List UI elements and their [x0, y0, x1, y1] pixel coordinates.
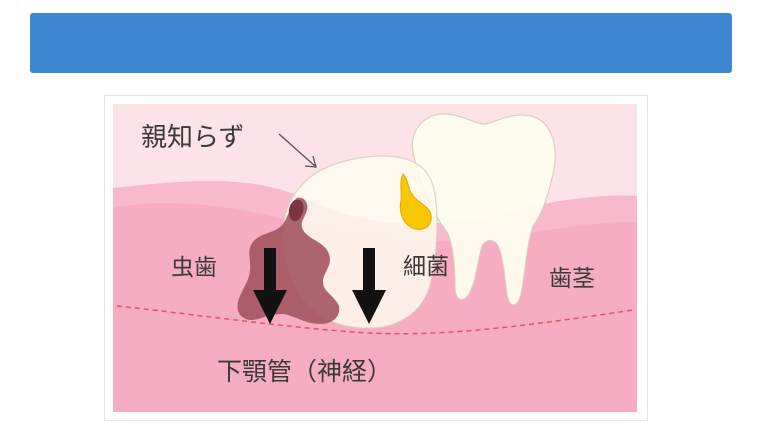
arrow-down-icon — [253, 248, 287, 324]
label-bacteria: 細菌 — [403, 254, 449, 280]
label-wisdom-tooth: 親知らず — [141, 123, 244, 153]
arrow-down-icon — [352, 248, 386, 324]
nerve-canal-line — [116, 305, 634, 335]
label-gums: 歯茎 — [549, 266, 595, 292]
pointer-arrow-icon — [278, 133, 317, 168]
label-nerve-canal: 下顎管（神経） — [217, 357, 392, 386]
illustration-canvas: 親知らず 虫歯 細菌 歯茎 下顎管（神経） — [113, 104, 637, 412]
cavity-dark-spot — [288, 199, 304, 222]
wisdom-tooth-illustration: 親知らず 虫歯 細菌 歯茎 下顎管（神経） — [105, 96, 647, 420]
bacteria-blob — [399, 173, 432, 230]
label-cavity: 虫歯 — [171, 255, 217, 281]
header-bar — [30, 13, 732, 73]
molar-tooth — [411, 113, 556, 306]
